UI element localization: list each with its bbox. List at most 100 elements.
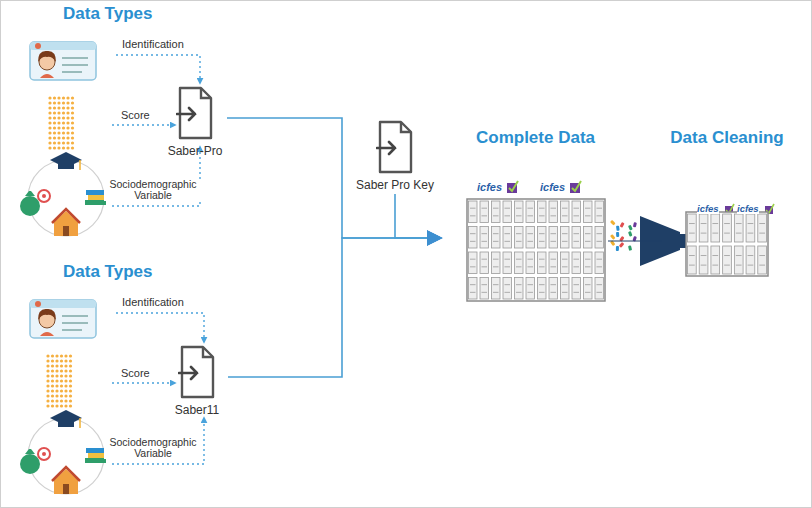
- data-bit: [628, 231, 632, 237]
- table-cell: [560, 252, 569, 274]
- group-heading: Data Types: [63, 5, 152, 23]
- table-row-line: [724, 223, 730, 224]
- score-dot: [51, 384, 54, 387]
- score-dot: [69, 399, 72, 402]
- table-cell: [514, 252, 523, 274]
- table-cell: [595, 278, 604, 300]
- table-cell: [480, 227, 489, 249]
- score-dot: [57, 101, 60, 104]
- data-table: Data Cleaning: [662, 128, 792, 277]
- table-cell: [734, 214, 743, 242]
- table-row-line: [550, 266, 556, 267]
- score-dot: [71, 126, 74, 129]
- data-bit: [616, 246, 619, 251]
- score-dot: [46, 364, 49, 367]
- table-cell: [583, 252, 592, 274]
- table-row-line: [550, 233, 556, 234]
- score-dot: [48, 116, 51, 119]
- table-cell: [468, 201, 477, 223]
- table-row-line: [550, 215, 556, 216]
- table-row-line: [504, 215, 510, 216]
- score-dot: [66, 116, 69, 119]
- table-cell: [480, 252, 489, 274]
- score-dot: [53, 146, 56, 149]
- score-dot: [53, 116, 56, 119]
- table-row-line: [585, 292, 591, 293]
- table-row-line: [516, 215, 522, 216]
- data-bit: [633, 222, 637, 228]
- score-dot: [55, 354, 58, 357]
- score-dot: [48, 131, 51, 134]
- flow-label: Sociodemographic Variable: [104, 437, 202, 459]
- table-cell: [491, 278, 500, 300]
- table-cell: [480, 278, 489, 300]
- table-cell: [491, 201, 500, 223]
- score-dot: [60, 399, 63, 402]
- score-dot: [55, 399, 58, 402]
- table-row-line: [539, 259, 545, 260]
- table-cell: [514, 278, 523, 300]
- table-cell: [480, 201, 489, 223]
- group-heading: Data Types: [63, 263, 152, 281]
- score-dot: [64, 389, 67, 392]
- table-row-line: [585, 284, 591, 285]
- table-cell: [723, 214, 732, 242]
- table-cell: [688, 246, 697, 274]
- table-cell: [526, 278, 535, 300]
- table-cell: [549, 252, 558, 274]
- table-row-line: [481, 208, 487, 209]
- connector: [227, 118, 441, 238]
- table-row-line: [550, 259, 556, 260]
- table-row-line: [493, 259, 499, 260]
- table-cell: [572, 201, 581, 223]
- import-arrow: [179, 367, 197, 379]
- flow-label: Identification: [122, 39, 184, 51]
- table-row-line: [481, 266, 487, 267]
- table-row-line: [724, 233, 730, 234]
- table-cell: [572, 278, 581, 300]
- table-row-line: [759, 265, 765, 266]
- table-row-line: [562, 208, 568, 209]
- score-dot: [62, 126, 65, 129]
- table-row-line: [585, 241, 591, 242]
- document-label: Saber Pro Key: [352, 178, 439, 192]
- table-row-line: [736, 233, 742, 234]
- table-cell: [746, 246, 755, 274]
- score-dot: [62, 111, 65, 114]
- table-row-line: [573, 266, 579, 267]
- score-dot: [46, 389, 49, 392]
- table-row-line: [562, 241, 568, 242]
- score-dot: [64, 369, 67, 372]
- score-dot: [53, 136, 56, 139]
- score-dot: [62, 136, 65, 139]
- table-cell: [583, 227, 592, 249]
- table-cell: [503, 278, 512, 300]
- score-dot: [48, 126, 51, 129]
- score-dot: [64, 359, 67, 362]
- score-dot: [64, 374, 67, 377]
- document-node: Saber Pro Key: [352, 120, 439, 192]
- table-cell: [549, 201, 558, 223]
- table-cell: [688, 214, 697, 242]
- score-dot: [55, 369, 58, 372]
- score-dot: [57, 131, 60, 134]
- score-dot: [62, 101, 65, 104]
- table-row-line: [573, 284, 579, 285]
- table-row-line: [562, 233, 568, 234]
- id-card-icon: [30, 300, 96, 338]
- table-row-line: [562, 284, 568, 285]
- table-row-line: [504, 284, 510, 285]
- table-row-line: [470, 233, 476, 234]
- table-cell: [572, 252, 581, 274]
- score-dot: [57, 126, 60, 129]
- document-fold: [203, 347, 213, 357]
- table-row-line: [481, 259, 487, 260]
- score-dot: [66, 136, 69, 139]
- score-dot: [66, 126, 69, 129]
- table-row-line: [527, 259, 533, 260]
- document-fold: [201, 88, 211, 98]
- table-cell: [503, 227, 512, 249]
- score-dot: [69, 389, 72, 392]
- table-cell: [491, 227, 500, 249]
- table-row-line: [736, 265, 742, 266]
